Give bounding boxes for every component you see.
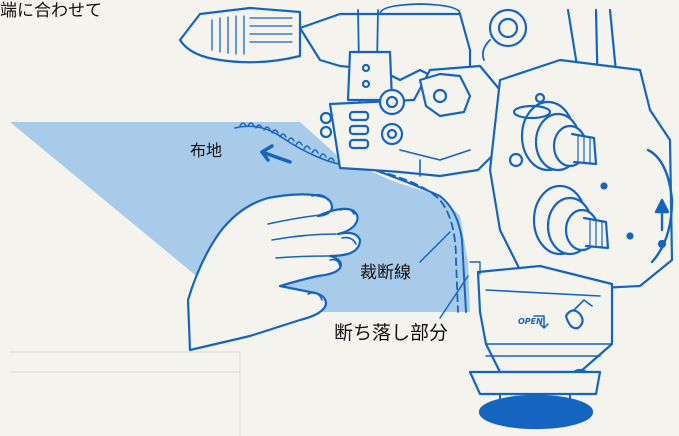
top-cover xyxy=(379,3,461,15)
stitch-chain xyxy=(234,125,346,166)
pinky-nail xyxy=(307,292,323,301)
base-foot xyxy=(478,394,594,430)
cut-line-dashed xyxy=(364,167,459,313)
open-lever-knob xyxy=(564,309,584,330)
thumb-nail xyxy=(311,193,329,201)
cut-line-leader xyxy=(419,231,451,263)
finger-crease-1 xyxy=(267,214,321,225)
rotation-arrow-up-icon xyxy=(654,198,670,232)
stitch-loops xyxy=(239,122,335,162)
index-nail xyxy=(339,207,355,215)
finger-crease-3 xyxy=(275,255,331,259)
spool-housing-left xyxy=(178,6,302,64)
feed-arrow-left-icon xyxy=(260,144,292,164)
fabric-label: 布地 xyxy=(190,141,223,160)
cut-line-label: 裁断線 xyxy=(360,263,411,283)
tension-dial-upper xyxy=(512,100,598,172)
right-top-dial xyxy=(481,39,491,61)
open-lever-arrow-icon xyxy=(533,315,549,329)
cut-off-leader xyxy=(439,275,469,319)
finger-crease-2 xyxy=(271,233,337,241)
tension-dial-lower xyxy=(532,184,610,256)
page-top-partial-text: 端に合わせて xyxy=(0,1,102,21)
cut-off-part-label: 断ち落し部分 xyxy=(334,322,449,344)
ring-nail xyxy=(329,258,341,267)
open-tag-label: OPEN xyxy=(518,317,543,326)
machine-right-body xyxy=(488,58,674,290)
hand xyxy=(186,193,362,352)
handwheel xyxy=(646,148,674,264)
middle-nail xyxy=(341,236,357,245)
